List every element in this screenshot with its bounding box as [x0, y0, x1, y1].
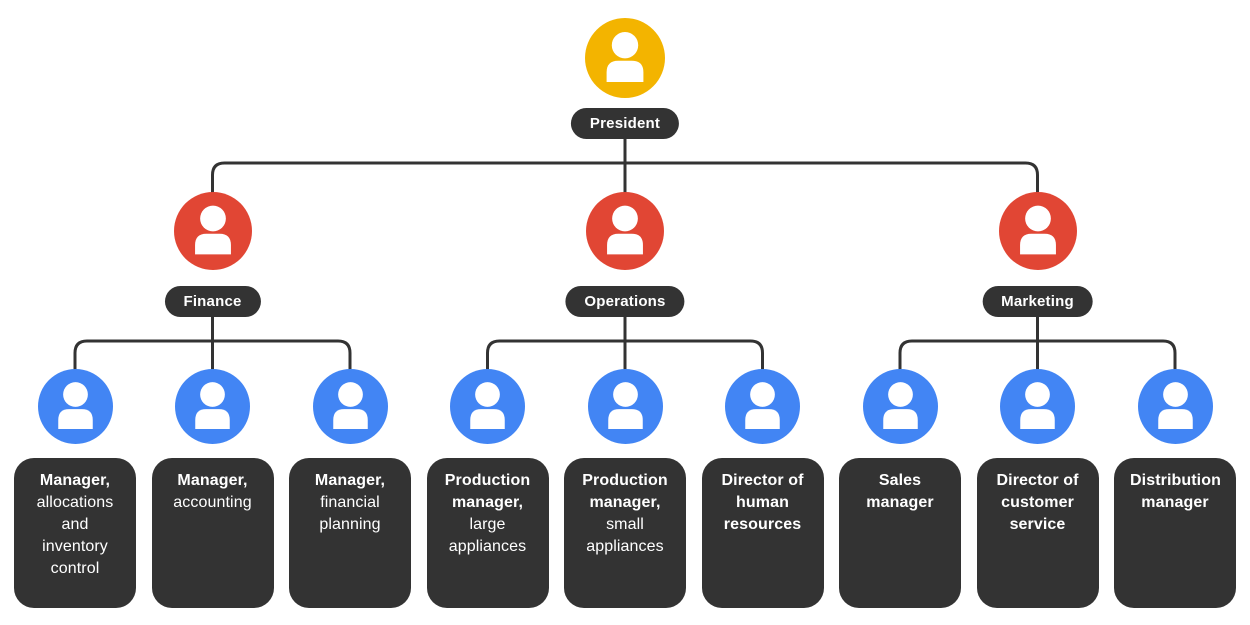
leaf-node-manager-accounting: Manager, accounting: [151, 458, 274, 608]
member-avatar-director-human-resources: [725, 369, 800, 444]
member-avatar-director-customer-service: [1000, 369, 1075, 444]
leaf-node-distribution-manager: Distribution manager: [1114, 458, 1236, 608]
leaf-title-bold: Production manager,: [444, 472, 531, 511]
leaf-title-bold: Manager,: [39, 472, 111, 489]
connector-finance-bus: [73, 339, 352, 371]
leaf-title-bold: Manager,: [314, 472, 386, 489]
leaf-title-bold: Distribution manager: [1130, 472, 1221, 511]
person-icon: [57, 382, 93, 429]
connector-level1-bus: [211, 161, 1039, 196]
member-avatar-sales-manager: [862, 369, 938, 444]
person-icon: [1019, 205, 1056, 255]
leaf-title-rest: large appliances: [448, 516, 527, 555]
connector-marketing-bus: [898, 339, 1177, 371]
leaf-node-director-human-resources: Director of human resources: [701, 458, 824, 608]
finance-label: Finance: [164, 286, 261, 317]
leaf-title-bold: Director of customer service: [996, 472, 1079, 533]
leaf-node-manager-allocations: Manager, allocations and inventory contr…: [14, 458, 136, 608]
leaf-title-bold: Production manager,: [582, 472, 668, 511]
person-icon: [745, 382, 780, 429]
leaf-title-bold: Director of human resources: [721, 472, 804, 533]
person-icon: [607, 205, 643, 255]
leaf-title-rest: accounting: [173, 494, 252, 511]
person-icon: [882, 382, 918, 429]
president-avatar: [585, 18, 665, 98]
member-avatar-production-manager-large: [450, 369, 525, 444]
member-avatar-manager-allocations: [37, 369, 113, 444]
leaf-title-bold: Sales manager: [866, 472, 934, 511]
leaf-title-rest: financial planning: [319, 494, 381, 533]
person-icon: [606, 32, 644, 82]
member-avatar-production-manager-small: [587, 369, 663, 444]
person-icon: [470, 382, 505, 429]
member-avatar-distribution-manager: [1137, 369, 1213, 444]
leaf-title-rest: small appliances: [586, 516, 664, 555]
marketing-label: Marketing: [982, 286, 1093, 317]
leaf-node-production-manager-small: Production manager, small appliances: [564, 458, 686, 608]
person-icon: [607, 382, 643, 429]
finance-avatar: [173, 192, 252, 270]
leaf-node-director-customer-service: Director of customer service: [976, 458, 1099, 608]
operations-label: Operations: [565, 286, 685, 317]
member-avatar-manager-accounting: [175, 369, 250, 444]
leaf-title-rest: allocations and inventory control: [36, 494, 114, 577]
leaf-node-manager-financial-planning: Manager, financial planning: [289, 458, 411, 608]
leaf-node-production-manager-large: Production manager, large appliances: [426, 458, 549, 608]
person-icon: [332, 382, 368, 429]
person-icon: [1020, 382, 1055, 429]
person-icon: [195, 382, 230, 429]
leaf-node-sales-manager: Sales manager: [839, 458, 961, 608]
leaf-title-bold: Manager,: [177, 472, 248, 489]
operations-avatar: [586, 192, 664, 270]
president-label: President: [570, 108, 680, 139]
member-avatar-manager-financial-planning: [312, 369, 388, 444]
marketing-avatar: [998, 192, 1077, 270]
connector-operations-bus: [486, 339, 764, 371]
person-icon: [1157, 382, 1193, 429]
person-icon: [194, 205, 231, 255]
